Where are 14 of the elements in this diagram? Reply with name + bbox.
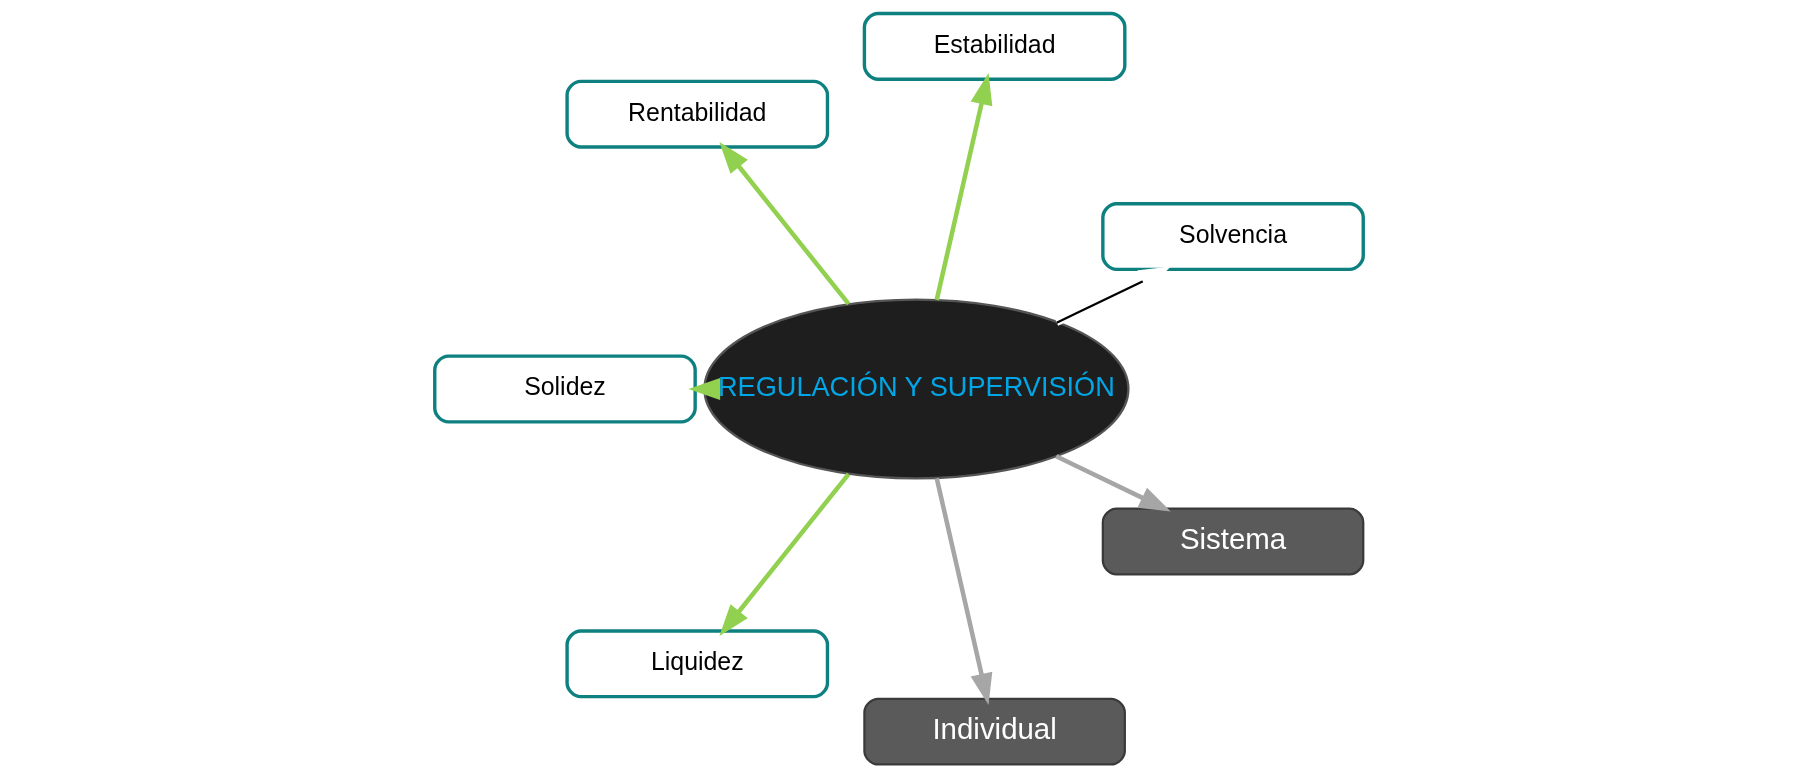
- node-box: Sistema: [1101, 507, 1365, 575]
- arrow: [688, 377, 721, 400]
- node-box: Individual: [863, 697, 1126, 766]
- node-box: Rentabilidad: [565, 79, 830, 149]
- arrow: [1054, 266, 1171, 326]
- arrow: [719, 472, 851, 636]
- arrow: [719, 141, 851, 305]
- arrow: [1055, 453, 1171, 512]
- node-box: Liquidez: [565, 628, 830, 698]
- node-box: Solidez: [433, 353, 697, 424]
- node-box: Estabilidad: [862, 11, 1127, 81]
- arrow: [934, 477, 993, 705]
- arrow: [934, 72, 993, 300]
- node-box: Solvencia: [1101, 201, 1365, 271]
